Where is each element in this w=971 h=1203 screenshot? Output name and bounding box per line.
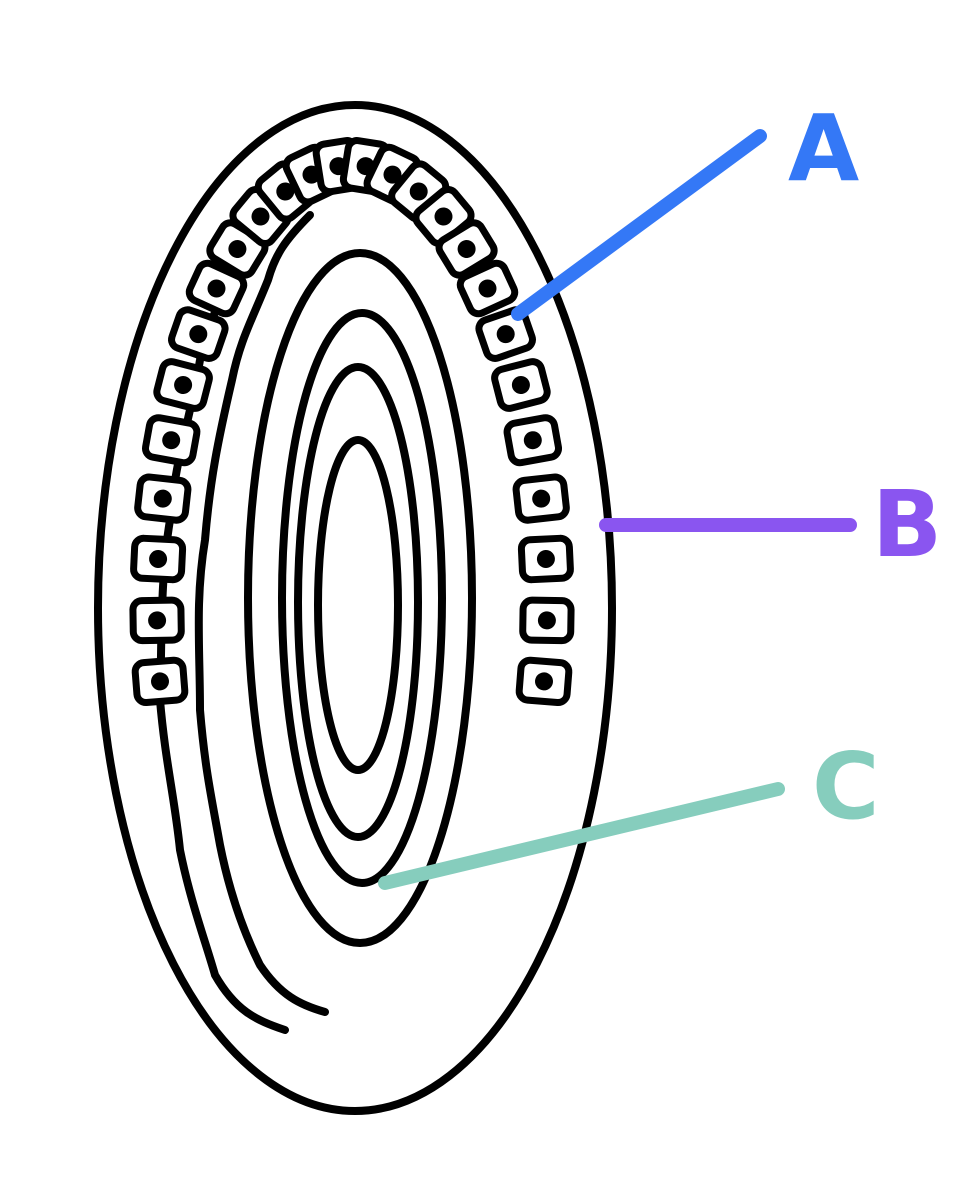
label-b: B	[872, 471, 942, 578]
cell-nucleus	[153, 489, 172, 508]
cell-nucleus	[189, 325, 208, 344]
epithelial-cell	[475, 306, 536, 362]
cell-nucleus	[535, 672, 553, 691]
epithelial-cell	[130, 534, 187, 584]
epithelial-cell	[456, 259, 519, 318]
epithelial-cell	[153, 358, 213, 412]
cell-nucleus	[174, 376, 193, 394]
cell-nucleus	[228, 240, 247, 258]
cell-layer	[129, 137, 575, 707]
cell-nucleus	[151, 672, 169, 691]
pointer-line-c	[378, 782, 785, 890]
outer-layer	[94, 101, 616, 1115]
epithelial-cell	[503, 414, 563, 467]
cell-nucleus	[537, 611, 556, 630]
epithelial-cell	[435, 219, 498, 279]
cell-nucleus	[478, 279, 497, 298]
epithelial-cell	[131, 656, 189, 707]
pointer-line-a	[511, 129, 767, 321]
wavy-layer-inner	[194, 211, 329, 1016]
cell-nucleus	[162, 431, 181, 450]
layer-ring-2	[278, 309, 446, 887]
cell-nucleus	[149, 550, 168, 568]
epithelial-cell	[185, 259, 248, 318]
cell-nucleus	[496, 325, 515, 344]
label-c: C	[812, 733, 880, 840]
epithelial-cell	[512, 473, 570, 524]
epithelial-cell	[168, 306, 229, 362]
cell-nucleus	[207, 279, 226, 298]
cell-nucleus	[511, 376, 530, 394]
cell-nucleus	[536, 550, 555, 568]
layer-ring-3	[294, 363, 422, 841]
epithelial-cell	[515, 656, 573, 707]
epithelial-cell	[517, 534, 574, 584]
cell-nucleus	[457, 240, 476, 258]
cell-nucleus	[523, 431, 542, 450]
cell-nucleus	[383, 165, 402, 184]
central-lumen	[314, 436, 402, 774]
cell-nucleus	[409, 182, 428, 201]
epithelial-cell	[129, 596, 185, 645]
label-a: A	[788, 95, 859, 202]
epithelial-cell	[491, 358, 551, 412]
cell-nucleus	[148, 611, 167, 630]
epithelial-cell	[134, 473, 192, 524]
layer-ring-1	[244, 249, 476, 947]
cell-nucleus	[532, 489, 551, 508]
epithelial-cell	[519, 596, 575, 645]
cell-nucleus	[276, 182, 295, 201]
cell-nucleus	[251, 207, 270, 226]
epithelial-cell	[141, 414, 201, 467]
cell-nucleus	[434, 207, 453, 226]
